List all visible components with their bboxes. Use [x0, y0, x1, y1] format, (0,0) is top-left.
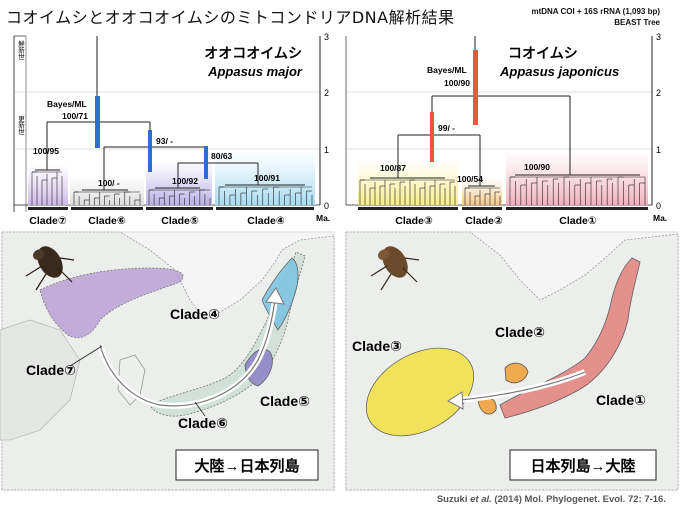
citation-etal: et al.	[470, 494, 492, 505]
node-support: 100/91	[254, 173, 280, 183]
node-support: 99/ -	[438, 123, 455, 133]
axis-tick: 2	[656, 88, 661, 98]
axis-tick: 1	[324, 145, 329, 155]
axis-tick: 3	[656, 32, 661, 42]
clade-label: Clade①	[559, 215, 597, 227]
node-support: 100/90	[524, 162, 550, 172]
axis-unit: Ma.	[653, 213, 667, 223]
clade-label: Clade⑥	[88, 215, 126, 227]
map-clade-label: Clade②	[495, 324, 545, 340]
node-support: 93/ -	[156, 136, 173, 146]
page-title: コオイムシとオオコオイムシのミトコンドリアDNA解析結果	[6, 8, 455, 27]
node-support: 100/71	[62, 111, 88, 121]
clade-label: Clade⑤	[161, 215, 199, 227]
epoch-pliocene: 鮮新世	[17, 39, 25, 60]
clade-label: Clade③	[395, 215, 433, 227]
citation-journal: (2014) Mol. Phylogenet. Evol. 72: 7-16.	[491, 494, 666, 505]
node-support: 100/87	[380, 163, 406, 173]
clade-label: Clade④	[247, 215, 285, 227]
direction-caption: 大陸→日本列島	[194, 457, 299, 475]
epoch-pleistocene: 更新世	[17, 115, 25, 135]
node-support: 100/92	[172, 176, 198, 186]
species-name-jp: コオイムシ	[508, 45, 578, 61]
map-clade-label: Clade⑦	[26, 362, 76, 378]
node-support: 100/ -	[98, 178, 120, 188]
node-support: 100/95	[33, 146, 59, 156]
direction-caption: 日本列島→大陸	[530, 457, 635, 475]
citation-authors: Suzuki	[436, 494, 471, 505]
axis-tick: 2	[324, 88, 329, 98]
right-map-panel: Clade② Clade③ Clade① 日本列島→大陸	[345, 231, 679, 491]
map-clade-label: Clade③	[352, 338, 402, 354]
beetle-image-appasus-japonicus	[370, 246, 420, 291]
method-tree-type: BEAST Tree	[614, 18, 660, 27]
node-support: 100/90	[444, 78, 470, 88]
support-label: Bayes/ML	[427, 65, 467, 75]
map-clade-label: Clade⑤	[260, 393, 310, 409]
beetle-image-appasus-major	[25, 246, 75, 291]
direction-box	[509, 449, 657, 481]
axis-tick: 0	[656, 201, 661, 211]
direction-box	[175, 449, 319, 481]
axis-tick: 1	[656, 145, 661, 155]
species-name-jp: オオコオイムシ	[204, 45, 302, 61]
map-clade-label: Clade①	[596, 392, 646, 408]
method-markers: mtDNA COI + 16S rRNA (1,093 bp)	[531, 7, 660, 16]
species-name-sci: Appasus major	[207, 64, 303, 79]
node-support: 100/54	[457, 174, 483, 184]
support-label: Bayes/ML	[47, 99, 87, 109]
species-name-sci: Appasus japonicus	[499, 64, 619, 79]
axis-unit: Ma.	[316, 213, 330, 223]
method-label: mtDNA COI + 16S rRNA (1,093 bp) BEAST Tr…	[531, 6, 660, 28]
left-map-panel: Clade④ Clade⑦ Clade⑤ Clade⑥ 大陸→日本列島	[0, 231, 335, 491]
map-clade-label: Clade④	[170, 306, 220, 322]
citation: Suzuki et al. (2014) Mol. Phylogenet. Ev…	[437, 494, 666, 505]
axis-tick: 0	[324, 201, 329, 211]
left-tree-panel: 鮮新世 更新世 Bayes/ML	[13, 32, 330, 227]
map-clade-label: Clade⑥	[178, 415, 228, 431]
axis-tick: 3	[324, 32, 329, 42]
clade-label: Clade⑦	[29, 215, 67, 227]
node-support: 80/63	[211, 151, 233, 161]
clade-label: Clade②	[465, 215, 503, 227]
right-tree-panel: Bayes/ML 100/90 99/ - 100/87 100/54 100/…	[345, 32, 667, 227]
